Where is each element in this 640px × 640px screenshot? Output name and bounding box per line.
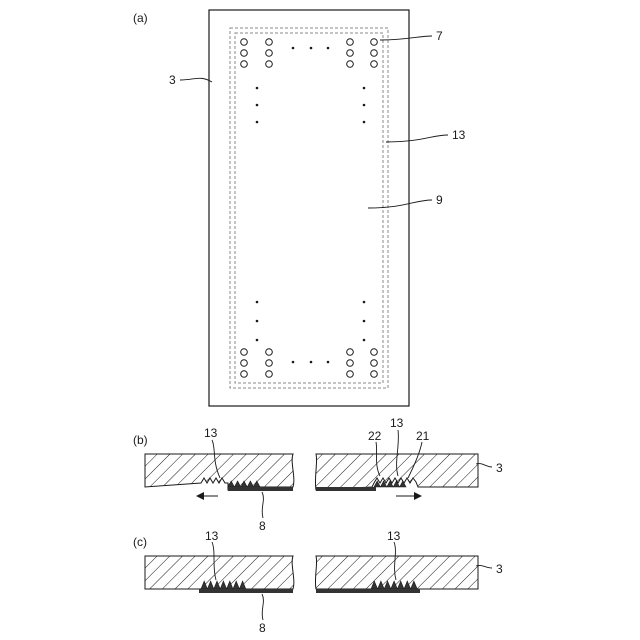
dot <box>256 339 259 342</box>
dot <box>363 301 366 304</box>
dot <box>327 47 330 50</box>
dot <box>256 87 259 90</box>
ref-7: 7 <box>436 29 443 43</box>
pad-circle <box>347 61 354 68</box>
dot <box>292 361 295 364</box>
pad-circle <box>347 349 354 356</box>
ref-8-b: 8 <box>259 519 266 533</box>
pad-circle <box>266 39 273 46</box>
substrate-section-left-c <box>145 556 294 589</box>
dot <box>363 121 366 124</box>
ref-13-a: 13 <box>452 128 466 142</box>
panel-c: (c) 13 13 3 8 <box>133 529 503 635</box>
leader-3 <box>180 78 212 82</box>
pad-circle <box>266 50 273 57</box>
dot <box>310 361 313 364</box>
pad-circle <box>241 61 248 68</box>
dot-array <box>256 47 366 364</box>
ref-13-c-left: 13 <box>205 529 219 543</box>
pad-circle <box>241 50 248 57</box>
ref-22: 22 <box>368 429 382 443</box>
pad-circle <box>371 360 378 367</box>
ref-21: 21 <box>416 429 430 443</box>
pad-circle <box>266 360 273 367</box>
leader-9 <box>368 200 432 208</box>
ref-3-c: 3 <box>496 562 503 576</box>
dot <box>363 104 366 107</box>
pad-circle <box>266 61 273 68</box>
ref-13-b-left: 13 <box>204 426 218 440</box>
ref-3-b: 3 <box>496 461 503 475</box>
dot <box>256 320 259 323</box>
pad-circle <box>347 371 354 378</box>
pad-circle <box>241 371 248 378</box>
pad-circle <box>371 39 378 46</box>
layer-8-left-b <box>228 487 293 491</box>
panel-a: (a) 3 7 13 9 <box>133 10 466 406</box>
panel-c-label: (c) <box>133 535 147 549</box>
ref-13-c-right: 13 <box>387 529 401 543</box>
dot <box>310 47 313 50</box>
dot <box>327 361 330 364</box>
layer-8-right-b <box>316 487 376 491</box>
pad-circle <box>371 50 378 57</box>
ref-13-b-right: 13 <box>390 416 404 430</box>
arrow-right <box>396 492 422 500</box>
pad-circle <box>347 360 354 367</box>
pad-circle <box>347 50 354 57</box>
layer-8-left-c <box>199 589 293 593</box>
panel-b-label: (b) <box>133 433 148 447</box>
arrow-left <box>196 492 218 500</box>
substrate-section-right-c <box>315 556 478 589</box>
dot <box>363 339 366 342</box>
pad-array <box>241 39 378 378</box>
pad-circle <box>266 371 273 378</box>
pad-circle <box>347 39 354 46</box>
substrate-section-left-b <box>145 454 294 490</box>
ref-3-a: 3 <box>169 73 176 87</box>
pad-circle <box>266 349 273 356</box>
dot <box>256 104 259 107</box>
ref-9: 9 <box>436 193 443 207</box>
dot <box>363 320 366 323</box>
leader-8-c <box>262 594 263 620</box>
seal-line-outer <box>230 28 388 388</box>
pad-circle <box>241 39 248 46</box>
dot <box>256 121 259 124</box>
leader-8-b <box>262 492 263 518</box>
ref-8-c: 8 <box>259 621 266 635</box>
leader-13 <box>386 135 448 142</box>
pad-circle <box>371 349 378 356</box>
dot <box>256 301 259 304</box>
pad-circle <box>241 349 248 356</box>
seal-line-inner <box>235 33 383 383</box>
panel-b: (b) 13 22 13 21 3 8 <box>133 416 503 533</box>
pad-circle <box>371 371 378 378</box>
pad-circle <box>241 360 248 367</box>
pad-circle <box>371 61 378 68</box>
layer-8-right-c <box>316 589 420 593</box>
dot <box>292 47 295 50</box>
dot <box>363 87 366 90</box>
panel-a-label: (a) <box>133 11 148 25</box>
